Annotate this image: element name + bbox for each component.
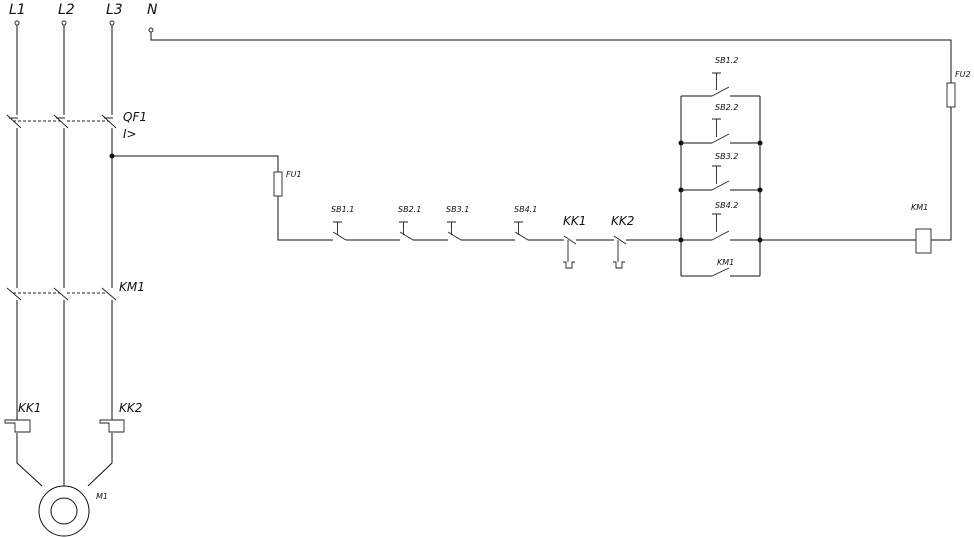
stop-button-sb1-1: SB1.1 bbox=[331, 205, 354, 241]
overload-heater-kk1 bbox=[4, 419, 31, 433]
label-kk2-power: KK2 bbox=[119, 401, 142, 415]
fuse-fu2: FU2 bbox=[946, 70, 971, 108]
kk1-contact-symbol bbox=[563, 235, 577, 269]
motor-inner-circle bbox=[50, 497, 78, 525]
kk2-contact-symbol bbox=[613, 235, 627, 269]
label-sb3-1: SB3.1 bbox=[446, 205, 469, 214]
overload-contact-kk1: KK1 bbox=[563, 214, 586, 269]
contactor-km1-power-contacts: KM1 bbox=[6, 280, 145, 301]
terminal-l1 bbox=[14, 20, 20, 26]
label-kk2-contact: KK2 bbox=[611, 214, 634, 228]
overload-relay-kk2: KK2 bbox=[99, 401, 142, 433]
overload-heater-kk2 bbox=[99, 419, 125, 433]
label-km1-coil: KM1 bbox=[911, 203, 928, 212]
phase-wire-l3 bbox=[87, 25, 113, 487]
label-km1-hold: KM1 bbox=[717, 258, 734, 267]
start-block-rails bbox=[680, 96, 761, 276]
label-fu2: FU2 bbox=[955, 70, 971, 79]
label-sb3-2: SB3.2 bbox=[715, 152, 738, 161]
stop-button-sb2-1: SB2.1 bbox=[398, 205, 421, 241]
sb4-1-symbol bbox=[514, 221, 529, 241]
label-sb2-2: SB2.2 bbox=[715, 103, 738, 112]
terminal-n bbox=[148, 27, 154, 33]
label-sb4-2: SB4.2 bbox=[715, 201, 738, 210]
label-breaker-trip: I> bbox=[123, 127, 137, 141]
label-sb4-1: SB4.1 bbox=[514, 205, 537, 214]
km1-hold-symbol bbox=[711, 267, 730, 277]
junction-sb22-left bbox=[678, 140, 684, 146]
label-n: N bbox=[147, 2, 158, 18]
fuse-fu1-body bbox=[273, 171, 283, 197]
power-circuit: QF1 I> KM1 KK1 KK2 M1 bbox=[4, 25, 147, 537]
supply-terminals: L1 L2 L3 N bbox=[9, 2, 158, 33]
fuse-fu2-body bbox=[946, 82, 956, 108]
control-circuit: FU1 SB1.1 SB2.1 SB3.1 SB4.1 KK1 bbox=[112, 32, 971, 277]
label-l3: L3 bbox=[106, 2, 123, 18]
motor-outer-circle bbox=[38, 485, 90, 537]
stop-button-sb4-1: SB4.1 bbox=[514, 205, 537, 241]
label-l2: L2 bbox=[58, 2, 75, 18]
sb2-2-symbol bbox=[711, 118, 730, 144]
coil-km1-body bbox=[915, 228, 932, 254]
start-buttons-block: SB1.2 SB2.2 SB3.2 SB4.2 KM1 bbox=[678, 56, 763, 277]
stop-button-sb3-1: SB3.1 bbox=[446, 205, 469, 241]
terminal-l3 bbox=[109, 20, 115, 26]
label-kk1-power: KK1 bbox=[18, 401, 41, 415]
label-l1: L1 bbox=[9, 2, 26, 18]
junction-sb22-right bbox=[757, 140, 763, 146]
junction-sb32-left bbox=[678, 187, 684, 193]
label-qf1: QF1 bbox=[123, 110, 147, 124]
fuse-fu1: FU1 bbox=[273, 170, 302, 197]
sb1-2-symbol bbox=[711, 72, 730, 97]
control-wire-return bbox=[150, 32, 952, 241]
sb2-1-symbol bbox=[399, 221, 414, 241]
label-km1-power: KM1 bbox=[119, 280, 145, 294]
sb4-2-symbol bbox=[711, 213, 730, 241]
terminal-l2 bbox=[61, 20, 67, 26]
circuit-breaker-qf1: QF1 I> bbox=[6, 110, 147, 141]
sb3-2-symbol bbox=[711, 165, 730, 191]
control-wire-feed bbox=[112, 155, 333, 241]
label-m1: M1 bbox=[96, 492, 108, 501]
label-fu1: FU1 bbox=[286, 170, 302, 179]
phase-wire-l1 bbox=[16, 25, 43, 487]
motor-m1: M1 bbox=[38, 485, 108, 537]
sb1-1-symbol bbox=[332, 221, 347, 241]
label-kk1-contact: KK1 bbox=[563, 214, 586, 228]
contactor-blades bbox=[6, 287, 117, 301]
label-sb2-1: SB2.1 bbox=[398, 205, 421, 214]
label-sb1-2: SB1.2 bbox=[715, 56, 738, 65]
overload-relay-kk1: KK1 bbox=[4, 401, 41, 433]
sb3-1-symbol bbox=[447, 221, 462, 241]
label-sb1-1: SB1.1 bbox=[331, 205, 354, 214]
coil-km1: KM1 bbox=[911, 203, 932, 254]
breaker-blades bbox=[6, 114, 117, 129]
junction-sb32-right bbox=[757, 187, 763, 193]
overload-contact-kk2: KK2 bbox=[611, 214, 634, 269]
junction-sb42-left bbox=[678, 237, 684, 243]
